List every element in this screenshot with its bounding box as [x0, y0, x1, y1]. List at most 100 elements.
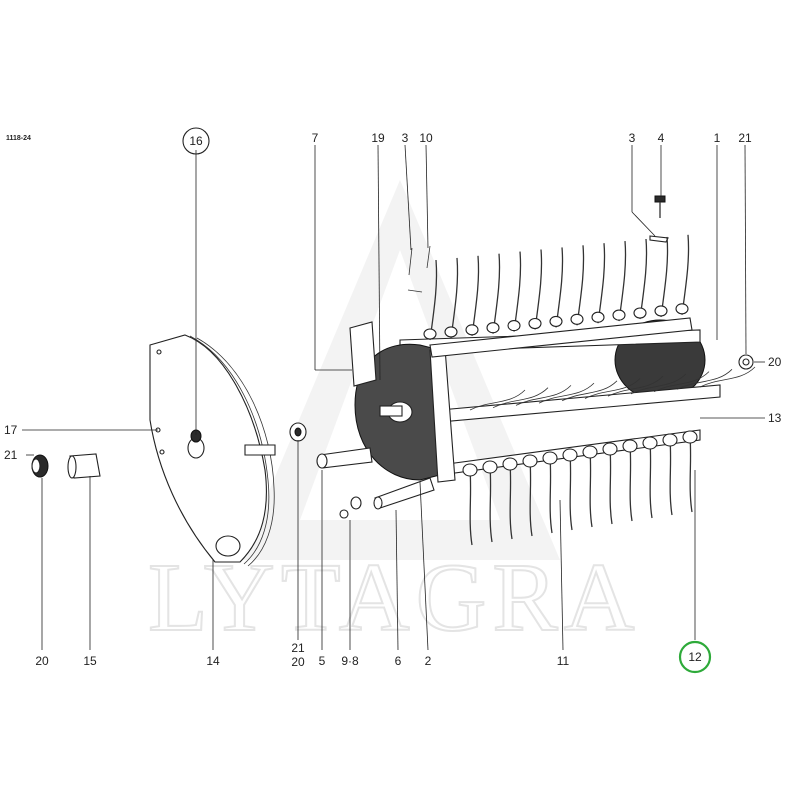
callout-7: 7: [312, 131, 319, 145]
tines-upper: [423, 234, 690, 341]
tine-lower: [549, 457, 553, 534]
callout-16: 16: [189, 134, 203, 148]
tine-lower: [649, 442, 653, 519]
drawing-code: 1118-24: [6, 135, 31, 142]
callout-9-8: 9·8: [341, 654, 359, 668]
tine-middle: [676, 369, 733, 390]
spring-coil: [502, 457, 518, 471]
spring-coil: [622, 439, 638, 453]
callout-1: 1: [714, 131, 721, 145]
tine-middle: [561, 380, 618, 402]
spring-coil: [562, 448, 578, 462]
callout-20-left: 20: [35, 654, 49, 668]
spring-coil: [462, 463, 478, 477]
callout-21-center: 21: [291, 641, 305, 655]
tine-middle: [538, 382, 595, 404]
split-pins: [407, 245, 431, 293]
tine-upper: [618, 241, 627, 322]
bolt: [654, 195, 666, 218]
tine-upper: [492, 253, 501, 334]
callout-3-right: 3: [629, 131, 636, 145]
callout-15: 15: [83, 654, 97, 668]
callout-14: 14: [206, 654, 220, 668]
spring-coil: [486, 322, 500, 334]
tine-lower: [629, 445, 633, 522]
spring-coil: [642, 436, 658, 450]
callout-2: 2: [425, 654, 432, 668]
spring-coil: [522, 454, 538, 468]
spring-coil: [444, 326, 458, 338]
callout-20-right: 20: [768, 355, 782, 369]
tine-upper: [681, 234, 690, 315]
spring-coil: [570, 313, 584, 325]
tine-middle: [699, 366, 756, 388]
callout-19: 19: [371, 131, 385, 145]
tine-upper: [513, 251, 522, 332]
leader-lines: [22, 144, 765, 651]
callout-5: 5: [319, 654, 326, 668]
callout-16-circle: [182, 127, 210, 155]
tine-upper: [639, 238, 648, 320]
tine-middle: [469, 389, 526, 411]
tine-middle: [492, 387, 549, 409]
spring-coil: [662, 433, 678, 447]
tine-lower: [469, 469, 473, 546]
spring-coil: [633, 307, 647, 319]
callout-20-center: 20: [291, 655, 305, 669]
washer-center: [289, 422, 307, 442]
callout-21-right: 21: [738, 131, 752, 145]
callout-12-highlight: [678, 640, 712, 674]
washer-right: [738, 354, 754, 370]
tine-middle: [653, 371, 710, 392]
spring-coil: [549, 315, 563, 327]
bush: [67, 453, 101, 479]
callout-labels: 7 19 3 10 16 3 4 1 21 20 13 17 21 20 15 …: [4, 127, 782, 674]
tine-middle: [630, 373, 687, 395]
spring-coil: [602, 442, 618, 456]
callout-4: 4: [658, 131, 665, 145]
spring-coil: [654, 305, 668, 317]
spring-coil: [423, 328, 437, 340]
spring-coil: [465, 324, 479, 336]
tine-upper: [660, 236, 669, 317]
tine-middle: [515, 385, 572, 406]
tine-lower: [529, 460, 533, 537]
spring-coil: [528, 317, 542, 330]
spring-coil: [542, 451, 558, 465]
tine-lower: [689, 436, 693, 513]
nut-left: [31, 454, 49, 478]
tines-lower: [462, 366, 756, 546]
callout-6: 6: [395, 654, 402, 668]
callout-3-upper: 3: [402, 131, 409, 145]
callout-11: 11: [557, 654, 570, 668]
tine-upper: [471, 255, 480, 336]
tine-middle: [607, 375, 664, 397]
spring-coil: [482, 460, 498, 474]
end-cover-plate: [149, 334, 276, 567]
tine-upper: [534, 249, 543, 330]
callout-13: 13: [768, 411, 782, 425]
tine-lower: [489, 466, 493, 543]
washer-small: [339, 496, 362, 519]
tine-upper: [555, 247, 564, 328]
spring-coil: [612, 309, 626, 321]
tine-upper: [597, 243, 606, 324]
spring-coil: [582, 445, 598, 459]
callout-10: 10: [419, 131, 433, 145]
tine-lower: [569, 454, 573, 531]
tine-lower: [669, 439, 673, 516]
tab-washer: [649, 235, 669, 243]
tine-lower: [609, 448, 613, 525]
tine-lower: [589, 451, 593, 528]
callout-21-left: 21: [4, 448, 18, 462]
spring-coil: [682, 430, 698, 444]
callout-12: 12: [688, 650, 702, 664]
spring-coil: [507, 320, 521, 332]
callout-17: 17: [4, 423, 18, 437]
tine-middle: [584, 378, 641, 399]
tine-upper: [576, 245, 585, 326]
tine-lower: [509, 463, 513, 540]
spring-coil: [675, 303, 689, 315]
spring-coil: [591, 311, 605, 323]
